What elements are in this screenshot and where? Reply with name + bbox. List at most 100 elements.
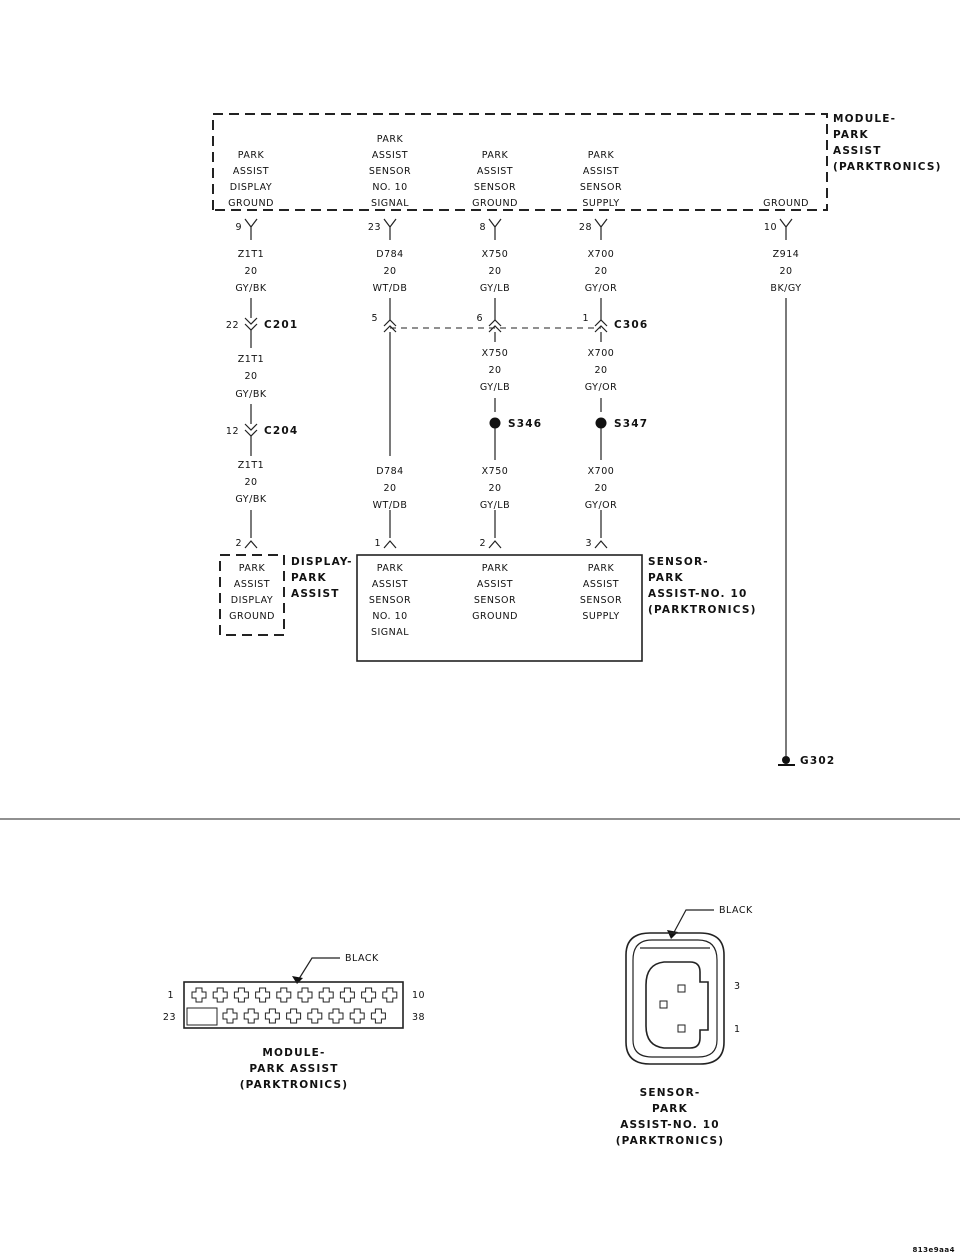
function-label: ASSIST [583,579,619,590]
sensor-name: SENSOR- PARK ASSIST-NO. 10 (PARKTRONICS) [648,556,757,616]
module-name-line: ASSIST [833,145,882,157]
wire-color: GY/OR [585,500,617,511]
wire-color: WT/DB [373,500,408,511]
wire-labels-low: D784 20 WT/DB X750 20 GY/LB X700 20 GY/O… [373,466,617,511]
function-label: PARK [588,150,615,161]
function-label: NO. 10 [372,182,407,193]
function-label: ASSIST [477,166,513,177]
ground-g302-label: G302 [800,755,835,767]
function-label: PARK [377,563,404,574]
module-name-line: MODULE- [833,113,896,125]
wire-z1t1-low-labels: Z1T1 20 GY/BK [235,460,266,505]
connector-cavity [361,987,377,1003]
sensor-pins: 1 2 3 [374,538,591,549]
wire-x700-mid-labels: X700 20 GY/OR [585,348,617,393]
c201-label: C201 [264,319,298,331]
pin-label: 23 [163,1012,176,1023]
wire-color: BK/GY [770,283,801,294]
wire-code: D784 [376,466,403,477]
connector-name-line: MODULE- [262,1047,325,1059]
module-name-line: PARK [833,129,869,141]
function-label: SUPPLY [582,611,619,622]
display-function: PARK ASSIST DISPLAY GROUND [229,563,274,622]
keyway-block [186,1007,218,1026]
connector-name-line: SENSOR- [640,1087,701,1099]
function-label: GROUND [472,198,518,209]
connector-cavity [243,1008,259,1024]
module-function-sensor-ground: PARK ASSIST SENSOR GROUND [472,150,518,209]
sensor-name-line: (PARKTRONICS) [648,604,757,616]
function-label: PARK [238,150,265,161]
pin-number: 8 [479,222,486,233]
sensor-connector-insert [645,961,709,1049]
wire-color: WT/DB [373,283,408,294]
function-label: DISPLAY [230,182,272,193]
sensor-name-line: ASSIST-NO. 10 [648,588,748,600]
module-pins: 9 23 8 28 10 [235,222,777,233]
sensor-box-outline [356,554,643,662]
display-box-outline [219,554,285,636]
connector-name-line: ASSIST-NO. 10 [620,1119,720,1131]
display-name-line: ASSIST [291,588,340,600]
module-function-ground: GROUND [763,198,809,209]
function-label: PARK [377,134,404,145]
wire-code: Z1T1 [238,460,264,471]
function-label: GROUND [472,611,518,622]
module-name: MODULE- PARK ASSIST (PARKTRONICS) [833,113,942,173]
function-label: DISPLAY [231,595,273,606]
c201-pin: 22 [226,320,239,331]
c306-pins: 5 6 1 [371,313,589,324]
wire-z1t1 [244,298,258,549]
function-label: PARK [239,563,266,574]
splice-s346-dot [489,417,501,429]
connector-cavity [328,1008,344,1024]
display-name: DISPLAY- PARK ASSIST [291,556,352,600]
leader-arrow [667,930,678,939]
connector-cavity [264,1008,280,1024]
pin-number: 1 [374,538,381,549]
cavity-row-lower [222,1008,386,1024]
sensor-name-line: PARK [648,572,684,584]
connector-cavity [307,1008,323,1024]
connector-cavity [212,987,228,1003]
connector-cavity [255,987,271,1003]
wire-gauge: 20 [488,266,501,277]
function-label: PARK [482,150,509,161]
leader-line [671,909,714,937]
module-name-line: (PARKTRONICS) [833,161,942,173]
function-label: ASSIST [583,166,619,177]
connector-cavity [233,987,249,1003]
cavity-1 [677,1024,686,1033]
pin-label: 38 [412,1012,425,1023]
wire-color: GY/BK [235,389,266,400]
function-label: GROUND [228,198,274,209]
wire-code: D784 [376,249,403,260]
wire-gauge: 20 [244,266,257,277]
wire-gauge: 20 [779,266,792,277]
pin-number: 1 [582,313,589,324]
connector-name-line: (PARKTRONICS) [616,1135,725,1147]
wire-code: X750 [482,466,509,477]
wire-code: X750 [482,348,509,359]
pin-number: 10 [764,222,777,233]
module-function-display-ground: PARK ASSIST DISPLAY GROUND [228,150,274,209]
wire-z1t1-mid-labels: Z1T1 20 GY/BK [235,354,266,400]
wire-x750-mid-labels: X750 20 GY/LB [480,348,510,393]
wire-gauge: 20 [383,483,396,494]
function-label: ASSIST [234,579,270,590]
c306-label: C306 [614,319,648,331]
module-connector-housing [183,981,404,1029]
function-label: ASSIST [372,150,408,161]
connector-color-label: BLACK [345,953,379,964]
pin-number: 6 [476,313,483,324]
connector-cavity [191,987,207,1003]
connector-cavity [276,987,292,1003]
wire-gauge: 20 [488,483,501,494]
wire-x700 [594,332,608,549]
function-label: SENSOR [369,166,411,177]
connector-cavity [382,987,398,1003]
wire-code: X700 [588,348,615,359]
module-box-outline [212,113,828,211]
figure-id: 813e9aa4 [912,1246,955,1254]
